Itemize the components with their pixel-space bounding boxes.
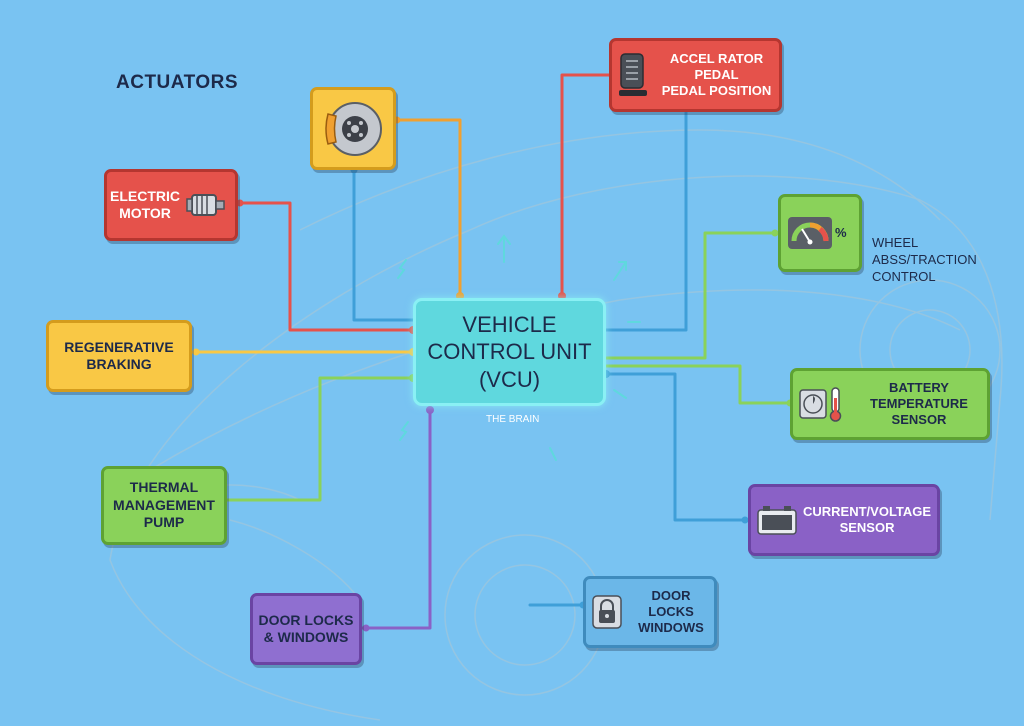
line-thermal	[225, 376, 417, 502]
vcu-line-3: (VCU)	[478, 366, 541, 392]
line-door-locks	[360, 406, 432, 630]
line-accelerator-red	[560, 73, 612, 300]
regen-line-2: BRAKING	[86, 356, 152, 372]
regenerative-braking-box[interactable]: REGENERATIVE BRAKING	[46, 320, 192, 392]
brake-disc-icon	[325, 101, 382, 156]
thermal-line-2: MANAGEMENT	[113, 496, 215, 513]
line-electric-motor	[236, 201, 417, 332]
line-wheel	[602, 231, 780, 360]
spark-marks	[397, 234, 641, 461]
line-brake-disc-blue	[352, 168, 417, 322]
connection-lines	[188, 73, 794, 630]
wheel-abs-label: WHEEL ABSS/TRACTION CONTROL	[872, 235, 977, 286]
electric-motor-line-2: MOTOR	[119, 205, 171, 221]
regen-line-1: REGENERATIVE	[64, 338, 174, 355]
wheel-abs-line-3: CONTROL	[872, 268, 936, 284]
current-voltage-box[interactable]: CURRENT/VOLTAGE SENSOR	[748, 484, 940, 556]
line-brake-disc-orange	[392, 118, 462, 300]
vcu-box[interactable]: VEHICLE CONTROL UNIT (VCU)	[413, 298, 606, 406]
vcu-line-2: CONTROL UNIT	[427, 339, 592, 365]
motor-icon	[186, 194, 225, 216]
electric-motor-box[interactable]: ELECTRIC MOTOR	[104, 169, 238, 241]
door-locks-line-2: & WINDOWS	[263, 629, 349, 645]
thermal-pump-box[interactable]: THERMAL MANAGEMENT PUMP	[101, 466, 227, 545]
thermal-line-3: PUMP	[143, 514, 185, 531]
vcu-line-1: VEHICLE	[462, 311, 557, 337]
battery-temp-box[interactable]: BATTERY TEMPERATURE SENSOR	[790, 368, 990, 440]
line-current	[602, 372, 750, 522]
fan-thermometer-icon	[799, 387, 842, 422]
door-locks-actuator-box[interactable]: DOOR LOCKS & WINDOWS	[250, 593, 362, 665]
accelerator-pedal-box[interactable]: ACCEL RATOR PEDAL PEDAL POSITION	[609, 38, 782, 112]
line-accelerator-blue	[602, 110, 688, 332]
gauge-icon	[788, 217, 832, 249]
door-sensor-line-1: DOOR LOCKS	[648, 587, 694, 619]
current-voltage-line-2: SENSOR	[839, 520, 895, 535]
pedal-icon	[619, 53, 647, 96]
brake-disc-box[interactable]	[310, 87, 396, 170]
wheel-abs-box[interactable]: %	[778, 194, 862, 272]
thermal-line-1: THERMAL	[129, 479, 199, 496]
door-locks-line-1: DOOR LOCKS	[258, 611, 354, 628]
wheel-abs-line-2: ABSS/TRACTION	[872, 251, 977, 267]
battery-icon	[757, 506, 797, 535]
padlock-icon	[592, 595, 622, 629]
actuators-heading: ACTUATORS	[116, 72, 239, 93]
door-locks-sensor-box[interactable]: DOOR LOCKS WINDOWS	[583, 576, 717, 648]
wheel-abs-line-1: WHEEL	[872, 235, 919, 250]
line-battery-temp	[602, 364, 794, 405]
accelerator-line-1: ACCEL RATOR PEDAL	[669, 50, 764, 82]
door-sensor-line-2: WINDOWS	[638, 620, 704, 636]
gauge-percent-symbol: %	[835, 224, 847, 240]
accelerator-line-2: PEDAL POSITION	[661, 83, 772, 99]
battery-temp-line-1: BATTERY TEMPERATURE	[870, 379, 968, 411]
vcu-caption: THE BRAIN	[486, 414, 540, 425]
battery-temp-line-2: SENSOR	[891, 412, 947, 428]
electric-motor-line-1: ELECTRIC	[110, 187, 180, 204]
current-voltage-line-1: CURRENT/VOLTAGE	[803, 503, 932, 519]
